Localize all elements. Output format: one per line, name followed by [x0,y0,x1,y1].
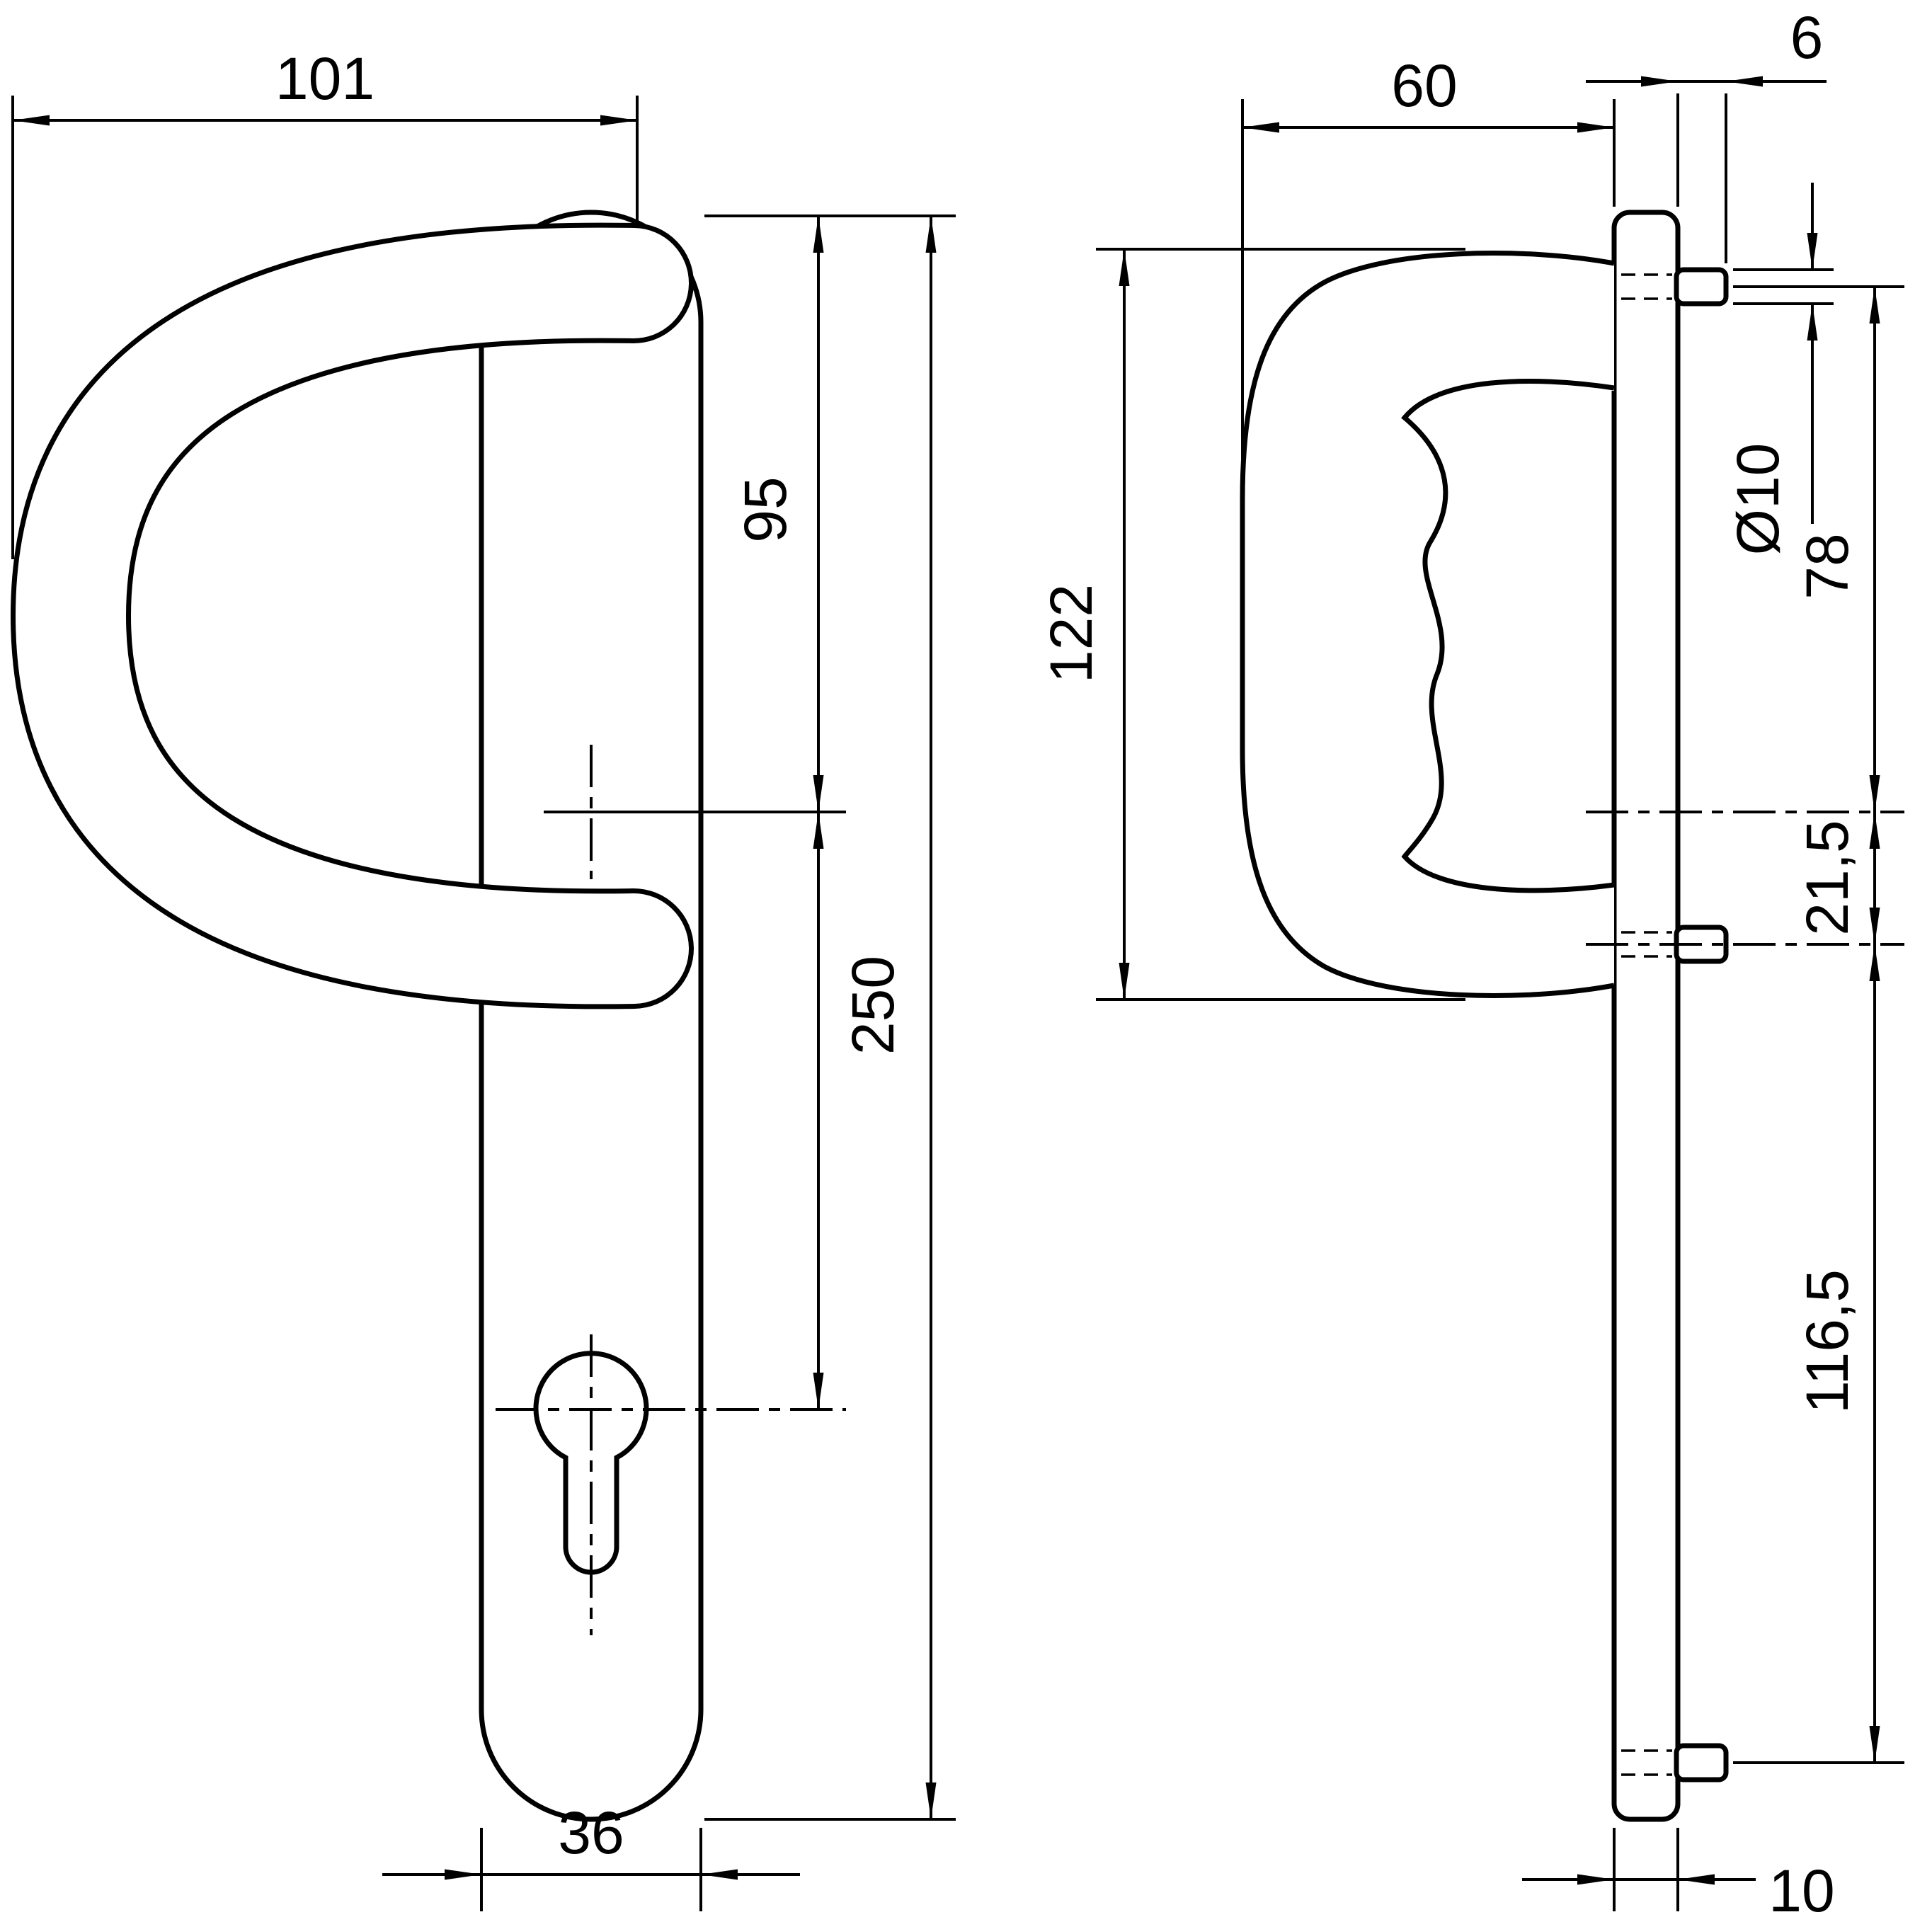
dim-label-pin-projection: 6 [1790,4,1824,71]
dim-pin-to-handle-center: 78 [1733,285,1904,812]
fixing-pin-bottom [1674,1743,1729,1782]
dim-screw-spacing: 116,5 [1733,944,1904,1764]
dim-label-top-to-handle-center: 95 [732,476,799,542]
dim-plate-thickness: 10 [1522,1828,1835,1917]
grip-outer-outline [1240,251,1615,998]
fixing-pin-top [1674,267,1729,307]
dim-top-to-handle-center: 95 [704,214,956,1409]
handle-fixing-centre-mark [544,745,846,879]
dim-plate-length: 250 [704,216,956,1821]
dim-label-screw-spacing: 116,5 [1794,1269,1860,1414]
euro-cylinder-hole [496,1334,846,1635]
dim-label-pin-diameter: Ø10 [1725,443,1791,556]
grip-profile [1240,251,1617,998]
front-view [10,210,846,1822]
dim-label-plate-width: 36 [558,1799,624,1866]
dim-handle-height: 122 [1038,248,1465,1001]
dim-plate-width: 36 [382,1799,800,1911]
dim-handle-width: 101 [11,45,639,559]
dim-label-handle-center-to-screw: 21,5 [1794,820,1860,936]
dim-label-handle-height: 122 [1038,584,1104,683]
dim-label-handle-width: 101 [275,45,375,112]
dim-label-plate-length: 250 [840,956,906,1055]
dim-label-handle-depth: 60 [1391,52,1457,119]
dim-handle-depth: 60 [1241,52,1616,496]
dim-label-pin-to-handle-center: 78 [1794,533,1860,599]
pull-handle-bow-body [15,227,689,1005]
side-view [1240,210,1904,1822]
grip-finger-recess [1401,378,1615,893]
grip-silhouette [1242,253,1614,996]
dim-label-plate-thickness: 10 [1768,1858,1834,1917]
dim-handle-center-to-screw: 21,5 [1794,812,1880,944]
dim-pin-projection: 6 [1586,4,1827,263]
side-backplate [1611,210,1681,1822]
dim-pin-diameter: Ø10 [1725,183,1834,555]
